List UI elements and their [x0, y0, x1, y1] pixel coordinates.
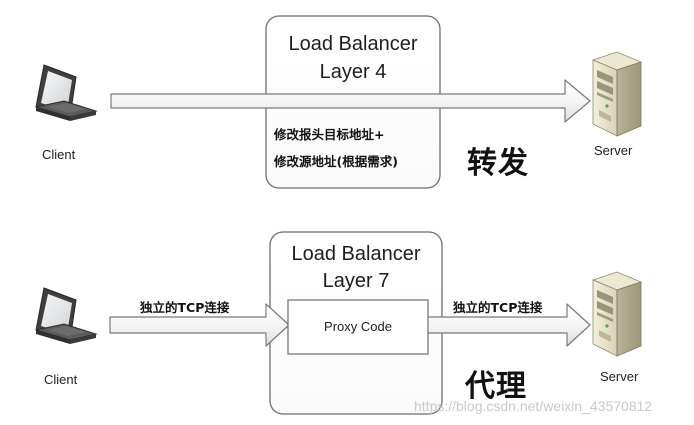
- top-note-line2: 修改源地址(根据需求): [274, 154, 398, 169]
- top-client-label: Client: [42, 147, 76, 162]
- top-note-line1: 修改报头目标地址+: [274, 127, 385, 142]
- top-server-label: Server: [594, 143, 633, 158]
- bottom-client-laptop-icon: [35, 287, 98, 344]
- bottom-balancer-title-line1: Load Balancer: [291, 243, 421, 265]
- bottom-left-tcp-label: 独立的TCP连接: [140, 300, 230, 315]
- top-client-laptop-icon: [35, 64, 98, 121]
- bottom-balancer-title-line2: Layer 7: [322, 270, 390, 292]
- top-forward-arrow: [110, 79, 591, 123]
- top-balancer-title-line2: Layer 4: [319, 61, 387, 83]
- bottom-server-tower-icon: [591, 271, 643, 357]
- bottom-client-label: Client: [44, 372, 78, 387]
- bottom-server-label: Server: [600, 369, 639, 384]
- proxy-code-label: Proxy Code: [324, 319, 392, 334]
- bottom-right-tcp-label: 独立的TCP连接: [453, 300, 543, 315]
- proxy-code-box: [287, 299, 429, 355]
- bottom-right-tcp-arrow: [427, 303, 591, 347]
- forward-mode-label: 转发: [467, 146, 529, 181]
- top-balancer-title-line1: Load Balancer: [288, 33, 418, 55]
- bottom-left-tcp-arrow: [109, 303, 290, 347]
- proxy-mode-label: 代理: [465, 369, 527, 404]
- top-server-tower-icon: [591, 51, 643, 137]
- watermark-url: https://blog.csdn.net/weixin_43570812: [414, 398, 653, 414]
